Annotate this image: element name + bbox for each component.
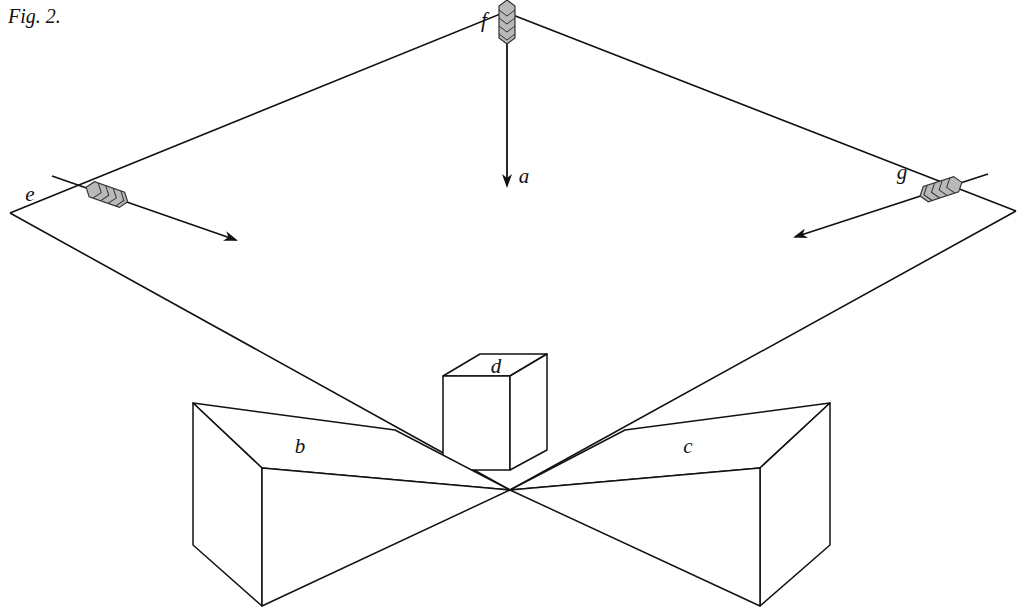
cube-d: [443, 354, 547, 470]
wedge-c: [510, 403, 830, 606]
arrow-f: [499, 0, 515, 186]
part-letter: d: [491, 356, 502, 377]
part-letter: c: [683, 436, 692, 457]
arrow-e: [52, 176, 236, 240]
arrow-letter: f: [481, 10, 487, 31]
arrow-letter: g: [897, 162, 908, 183]
wedge-b: [193, 403, 510, 606]
plane-square: [10, 12, 1016, 490]
figure-number: Fig. 2.: [8, 6, 61, 26]
arrow-g: [795, 174, 988, 237]
arrow-letter: a: [519, 166, 530, 187]
arrow-letter: e: [25, 184, 34, 205]
part-letter: b: [295, 436, 306, 457]
